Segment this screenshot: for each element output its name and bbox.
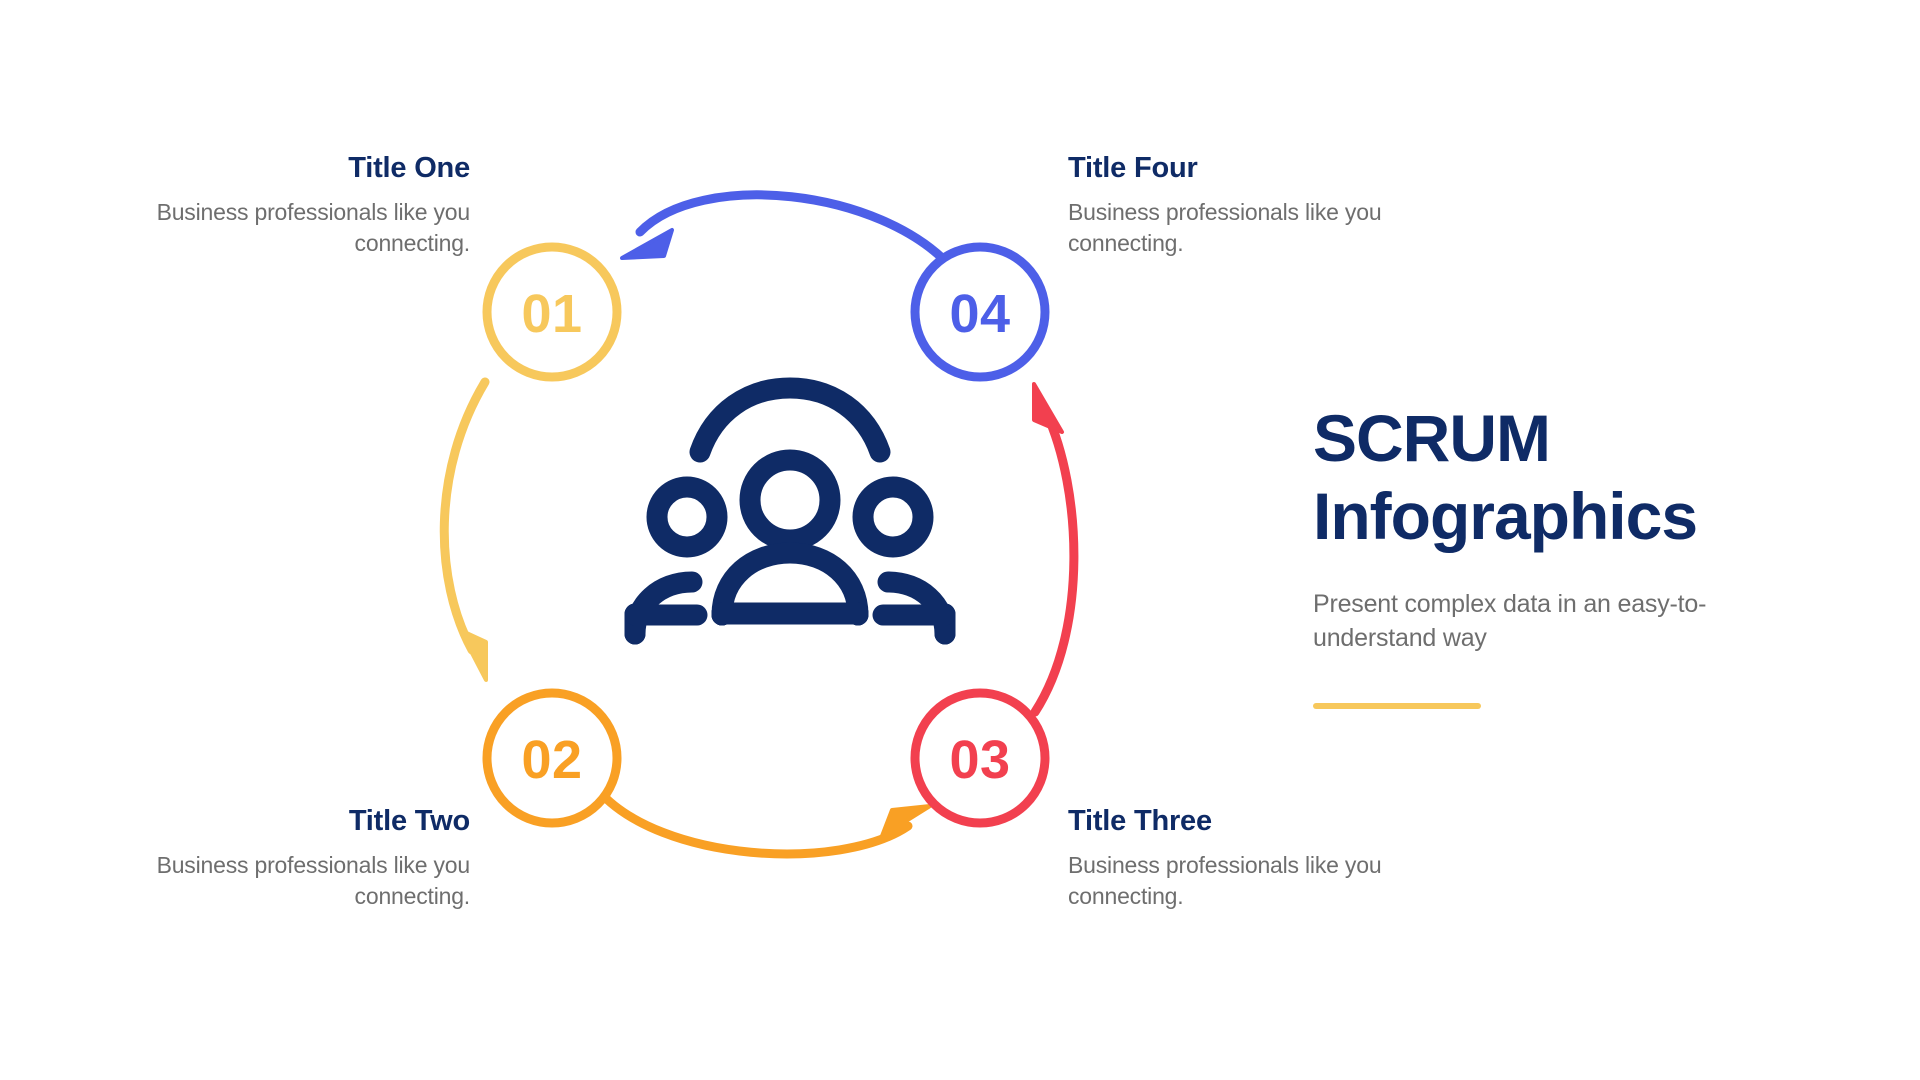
brand-title-line2: Infographics: [1313, 478, 1698, 553]
callout-desc-one: Business professionals like you connecti…: [156, 199, 471, 256]
step-number-03: 03: [949, 730, 1011, 790]
callout-desc-four: Business professionals like you connecti…: [1068, 199, 1382, 256]
step-circle-04[interactable]: [910, 242, 1050, 382]
callout-step-four: Title Four Business professionals like y…: [1068, 152, 1398, 259]
team-people-icon: [624, 377, 956, 645]
callout-step-two: Title Two Business professionals like yo…: [140, 805, 471, 912]
arrow-03-to-04: [1030, 382, 1079, 717]
callout-step-one: Title One Business professionals like yo…: [140, 152, 471, 259]
step-number-01: 01: [521, 284, 583, 344]
callout-title-four: Title Four: [1068, 152, 1198, 184]
arrow-04-to-01: [620, 190, 957, 273]
step-number-04: 04: [949, 284, 1011, 344]
brand-title-line1: SCRUM: [1313, 401, 1551, 475]
callout-title-one: Title One: [348, 152, 470, 184]
step-number-02: 02: [521, 730, 583, 790]
arrow-01-to-02: [439, 377, 490, 682]
step-circle-03[interactable]: [910, 688, 1050, 828]
title-panel: SCRUM Infographics Present complex data …: [1313, 400, 1873, 710]
brand-subtitle: Present complex data in an easy-to-under…: [1313, 589, 1707, 652]
callout-title-two: Title Two: [348, 805, 470, 837]
accent-rule: [1313, 703, 1481, 710]
callout-step-three: Title Three Business professionals like …: [1068, 805, 1398, 912]
arrow-02-to-03: [593, 785, 932, 859]
callout-title-three: Title Three: [1068, 805, 1212, 837]
step-circle-01[interactable]: [482, 242, 622, 382]
callout-desc-two: Business professionals like you connecti…: [156, 852, 471, 909]
step-circle-02[interactable]: [482, 688, 622, 828]
callout-desc-three: Business professionals like you connecti…: [1068, 852, 1382, 909]
